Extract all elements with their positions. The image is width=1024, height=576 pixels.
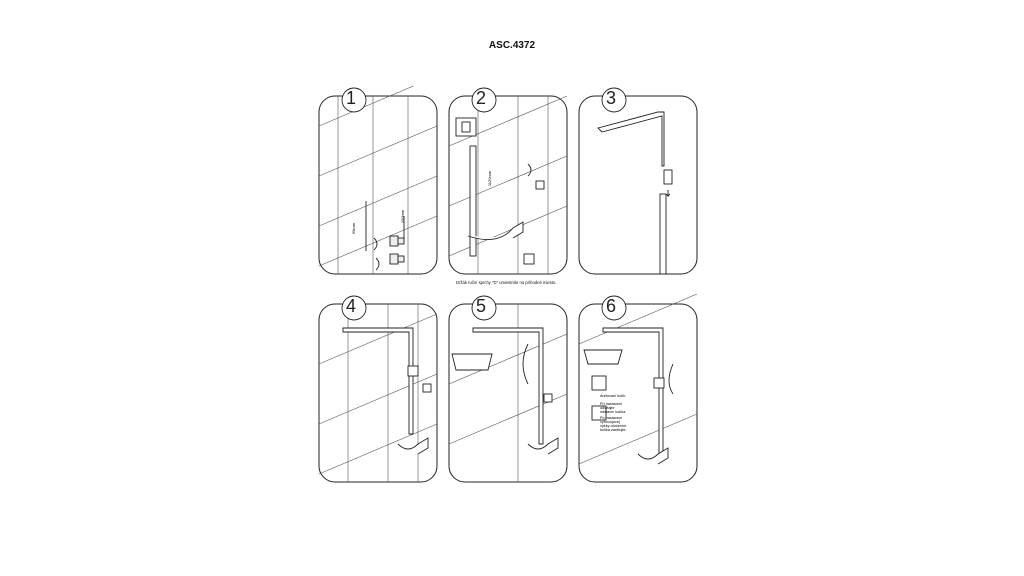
step-2-caption: Držák ruční sprchy "D" umiestnite na prí… bbox=[456, 280, 557, 285]
step-6-number: 6 bbox=[606, 296, 617, 316]
step-2-panel: 2 1120mm bbox=[448, 86, 568, 276]
step-6-note-2: Pri nastavení odvrtajte nástavní kolíka. bbox=[600, 402, 627, 414]
step-1-dim-vertical: 90mm bbox=[351, 222, 357, 235]
step-2-illustration bbox=[448, 87, 568, 275]
step-2-number: 2 bbox=[476, 88, 487, 108]
step-5-panel: 5 bbox=[448, 294, 568, 484]
step-6-illustration bbox=[578, 294, 698, 483]
step-4-number: 4 bbox=[346, 296, 357, 316]
step-5-number: 5 bbox=[476, 296, 487, 316]
step-1-number: 1 bbox=[346, 88, 357, 108]
step-4-panel: 4 bbox=[318, 294, 438, 484]
step-1-dim-horizontal: 150mm bbox=[400, 209, 406, 224]
document-title: ASC.4372 bbox=[488, 40, 536, 51]
step-1-illustration bbox=[318, 86, 438, 275]
step-6-panel: 6 Aretovaní kolík. Pri nastavení odvrtaj… bbox=[578, 294, 698, 484]
step-3-panel: 3 bbox=[578, 86, 698, 276]
step-6-note-1: Aretovaní kolík. bbox=[600, 394, 627, 398]
step-3-illustration bbox=[578, 87, 698, 275]
step-6-note-3: Po nastavení vyhovujúcej výšky otočením … bbox=[600, 416, 627, 432]
step-1-panel: 1 90mm 150mm bbox=[318, 86, 438, 276]
step-4-illustration bbox=[318, 295, 438, 483]
step-2-dim: 1120mm bbox=[487, 170, 493, 187]
step-3-number: 3 bbox=[606, 88, 617, 108]
step-5-illustration bbox=[448, 295, 568, 483]
